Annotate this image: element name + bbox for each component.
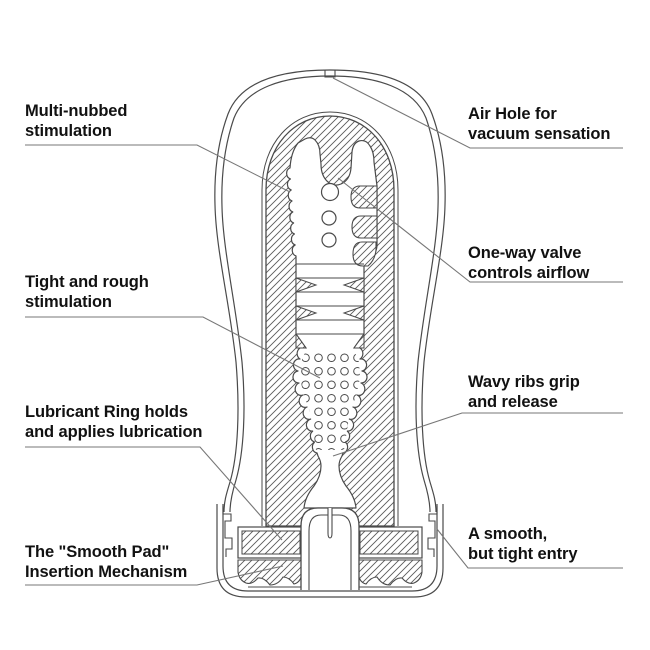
label-smooth-pad: The "Smooth Pad" Insertion Mechanism <box>25 543 188 581</box>
valve-air-holes <box>320 182 340 248</box>
smooth-pad-left <box>237 559 303 586</box>
leader-multi-nubbed <box>25 144 291 193</box>
label-tight-rough-stimulation: Tight and rough stimulation <box>25 273 149 311</box>
valve-disc-stack <box>295 263 365 349</box>
leader-tight-rough <box>25 316 321 379</box>
entry-channel <box>300 507 360 590</box>
valve-finger <box>351 215 378 239</box>
base-clip-right <box>427 506 438 557</box>
lubricant-ring-left <box>237 526 305 559</box>
air-circle <box>321 210 337 226</box>
label-lubricant-ring: Lubricant Ring holds and applies lubrica… <box>25 403 203 441</box>
air-circle <box>320 182 340 202</box>
label-one-way-valve: One-way valve controls airflow <box>468 244 590 282</box>
leader-wavy-ribs <box>332 412 623 457</box>
leader-one-way-valve <box>337 177 623 283</box>
leader-smooth-pad <box>25 565 284 586</box>
leader-lubricant-ring <box>25 446 283 541</box>
label-smooth-entry: A smooth, but tight entry <box>468 525 578 563</box>
cup-case-outline <box>214 69 446 513</box>
air-circle <box>321 232 337 248</box>
leader-air-hole <box>332 77 623 149</box>
air-hole-notch <box>324 70 336 78</box>
label-air-hole: Air Hole for vacuum sensation <box>468 105 611 143</box>
valve-finger <box>350 185 378 209</box>
leader-lines <box>25 77 623 586</box>
leader-smooth-entry <box>436 528 623 569</box>
sleeve-jacket-line <box>261 111 399 526</box>
entry-slit <box>327 508 333 539</box>
smooth-pad-right <box>357 559 423 586</box>
one-way-valve-fingers <box>350 185 378 267</box>
label-multi-nubbed-stimulation: Multi-nubbed stimulation <box>25 102 128 140</box>
base-clip-left <box>222 506 233 557</box>
label-wavy-ribs: Wavy ribs grip and release <box>468 373 580 411</box>
lubricant-ring-right <box>355 526 423 559</box>
